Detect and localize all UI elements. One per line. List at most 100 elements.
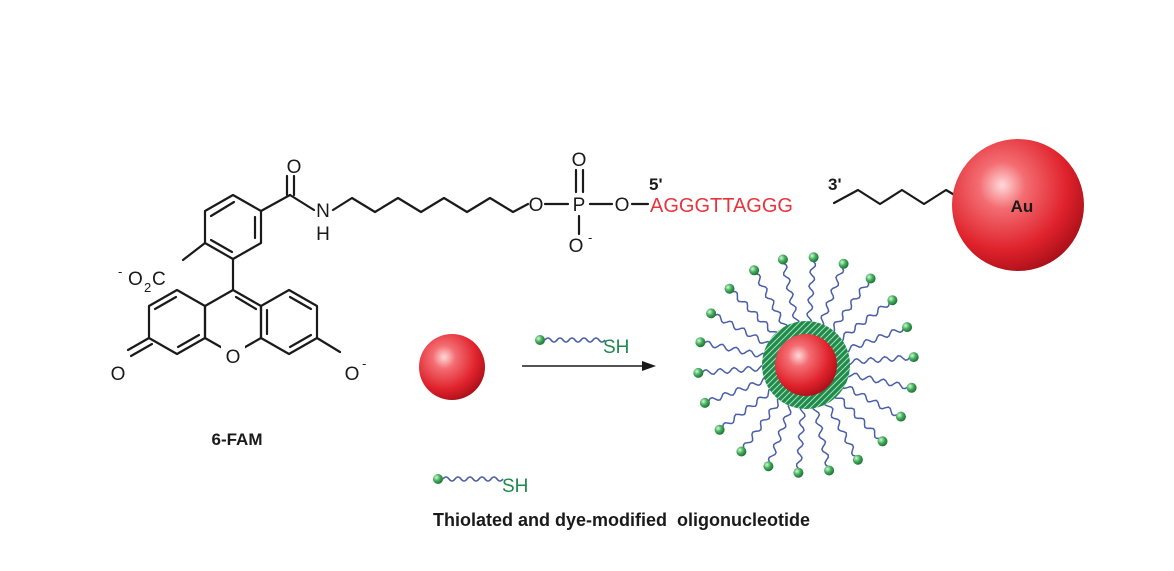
xanthene-right-double-1 <box>288 295 313 311</box>
bare-nanoparticle <box>419 334 485 400</box>
bond-keto-1 <box>126 336 151 352</box>
oligo-chain <box>782 262 800 327</box>
ring-o-label: O <box>226 347 241 368</box>
thiol-reagent-top: SH <box>535 335 629 358</box>
dye-bead-icon <box>838 258 849 269</box>
oligo-chain <box>829 281 870 334</box>
dye-bead-icon <box>808 252 819 263</box>
phosphate-minus-label: - <box>588 230 592 245</box>
dye-bead-icon <box>724 283 735 294</box>
phosphate-o-bottom-label: O <box>569 236 584 257</box>
dye-bead-icon <box>865 273 876 284</box>
benzoic-ring-double-1 <box>209 200 236 218</box>
carboxylate-sub-label: 2 <box>144 280 151 295</box>
benzoic-ring <box>203 193 263 261</box>
bond-keto-2 <box>129 342 154 358</box>
three-prime-label: 3' <box>828 175 842 194</box>
au-nanoparticle <box>952 139 1084 271</box>
carboxylate-o-label: O <box>128 269 143 290</box>
dye-bead-icon <box>777 254 788 265</box>
dye-bead-icon <box>535 335 545 345</box>
five-prime-label: 5' <box>649 175 663 194</box>
dye-bead-icon <box>433 474 443 484</box>
phenoxide-o-label: O <box>345 364 360 385</box>
oligo-chain <box>812 403 830 468</box>
oligo-chain <box>707 377 769 402</box>
xanthene-central-ring <box>203 288 263 356</box>
dye-bead-icon <box>793 467 804 478</box>
reaction-arrow <box>522 361 656 371</box>
oligo-chain <box>703 340 768 358</box>
oligo-chain <box>844 372 909 390</box>
carbonyl-o-label: O <box>287 157 302 178</box>
oligo-chain <box>742 396 783 449</box>
thiol-top-label: SH <box>603 337 629 358</box>
dye-bead-icon <box>693 367 704 378</box>
oligo-chain <box>701 365 767 375</box>
phosphate-o1-label: O <box>529 195 544 216</box>
oligo-chain <box>823 399 857 457</box>
thiol-legend-label: SH <box>502 476 528 497</box>
oligo-chain <box>806 260 817 326</box>
chain-wave-legend <box>442 476 504 482</box>
oligo-chain <box>722 387 775 428</box>
dye-bead-icon <box>895 411 906 422</box>
bond-carbonyl-n <box>288 193 316 212</box>
carboxylate-minus-label: - <box>118 264 122 279</box>
bond-phenoxide <box>315 336 342 354</box>
xanthene-left-double-2 <box>176 333 201 349</box>
oligo-chain <box>845 355 911 365</box>
xanthene-left-ring <box>147 288 207 356</box>
hexyl-chain <box>331 196 530 214</box>
dye-bead-icon <box>908 352 919 363</box>
sequence-label: AGGGTTAGGG <box>650 195 793 217</box>
xanthene-right-ring <box>259 288 319 356</box>
oligo-chain <box>840 383 898 417</box>
phosphate-o2-label: O <box>615 195 630 216</box>
au-label: Au <box>1011 197 1034 216</box>
compound-name-label: 6-FAM <box>212 430 263 449</box>
bond-ring-carbonyl <box>259 193 292 213</box>
oligo-chain-set <box>693 252 919 478</box>
dye-bead-icon <box>699 397 710 408</box>
bond-ring-carboxylate <box>181 241 207 262</box>
amide-n-label: N <box>316 201 330 222</box>
caption-label: Thiolated and dye-modified oligonucleoti… <box>433 510 810 530</box>
carboxylate-c-label: C <box>152 269 166 290</box>
oligo-chain <box>819 267 845 329</box>
dye-bead-icon <box>763 461 774 472</box>
dye-bead-icon <box>852 454 863 465</box>
oligo-chain <box>837 302 890 343</box>
functionalized-nanoparticle <box>693 252 919 478</box>
phosphate-group <box>543 168 650 236</box>
dye-bead-icon <box>749 265 760 276</box>
linker-chain-to-au <box>832 188 960 206</box>
dye-bead-icon <box>877 436 888 447</box>
oligo-chain <box>767 401 793 463</box>
phenoxide-minus-label: - <box>362 356 366 371</box>
oligo-chain <box>833 393 880 440</box>
arrow-head-icon <box>642 361 656 371</box>
fam-molecule <box>126 174 530 358</box>
oligo-chain <box>714 313 772 347</box>
phosphate-labels: O P O O O - <box>529 150 630 257</box>
dye-bead-icon <box>906 382 917 393</box>
fam-labels: O N H - O 2 C O O O - 6-FAM <box>111 157 367 449</box>
oligo-chain <box>843 328 905 353</box>
keto-o-label: O <box>111 364 126 385</box>
dye-bead-icon <box>887 295 898 306</box>
dye-bead-icon <box>695 337 706 348</box>
benzoic-ring-double-4 <box>209 238 234 254</box>
xanthene-central-double <box>234 295 258 311</box>
dye-bead-icon <box>902 322 913 333</box>
oligo-chain <box>755 273 789 331</box>
phosphate-p-label: P <box>573 195 586 216</box>
dye-bead-icon <box>706 308 717 319</box>
oligo-chain <box>795 404 806 470</box>
xanthene-right-double-2 <box>288 333 313 349</box>
amide-h-label: H <box>316 224 330 245</box>
thiol-reagent-legend: SH <box>433 474 528 497</box>
core-nanoparticle <box>775 334 837 396</box>
